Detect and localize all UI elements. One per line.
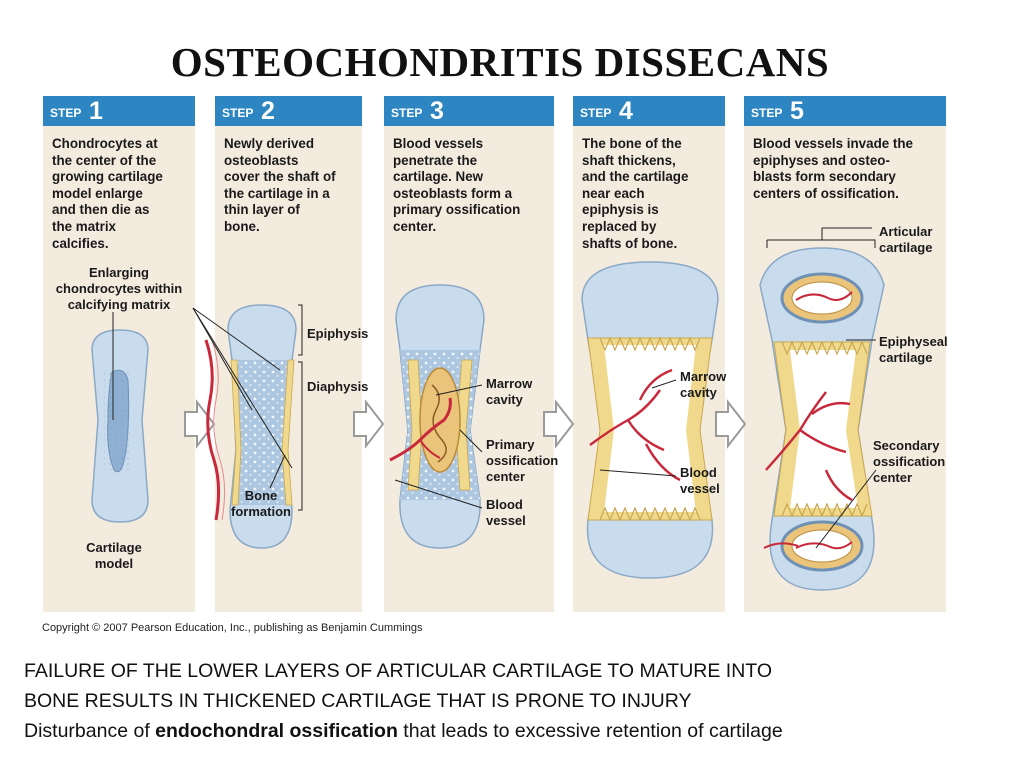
step-3-number: 3 xyxy=(430,97,444,125)
footer-line-3-pre: Disturbance of xyxy=(24,720,156,742)
label-blood-vessel-step3: Blood vessel xyxy=(486,497,526,528)
step-1-word: STEP xyxy=(50,106,82,120)
step-3-description: Blood vessels penetrate the cartilage. N… xyxy=(393,136,521,234)
step-1-number: 1 xyxy=(89,97,103,125)
copyright-notice: Copyright © 2007 Pearson Education, Inc.… xyxy=(42,622,423,634)
footer-line-3-post: that leads to excessive retention of car… xyxy=(397,720,783,742)
step-4-header: STEP 4 xyxy=(573,96,725,126)
label-enlarging-chondrocytes: Enlarging chondrocytes within calcifying… xyxy=(55,265,183,312)
footer-line-1: FAILURE OF THE LOWER LAYERS OF ARTICULAR… xyxy=(24,660,773,682)
step-5-header: STEP 5 xyxy=(744,96,946,126)
label-cartilage-model: Cartilage model xyxy=(86,540,142,571)
step-2-word: STEP xyxy=(222,106,254,120)
label-secondary-ossification-center: Secondary ossification center xyxy=(873,438,946,485)
label-bone-formation: Bone formation xyxy=(231,488,291,519)
flow-arrow-1 xyxy=(184,399,216,449)
step-4-bone-drawing xyxy=(581,261,719,579)
label-marrow-cavity-step3: Marrow cavity xyxy=(486,376,533,407)
flow-arrow-3 xyxy=(543,399,575,449)
step-5-description: Blood vessels invade the epiphyses and o… xyxy=(753,136,914,201)
step-1-header: STEP 1 xyxy=(43,96,195,126)
step-5-word: STEP xyxy=(751,106,783,120)
step-2-description: Newly derived osteoblasts cover the shaf… xyxy=(224,136,336,234)
step-1-cartilage-model-drawing xyxy=(91,329,149,523)
label-diaphysis: Diaphysis xyxy=(307,379,369,394)
step-2-bone-drawing xyxy=(204,304,297,549)
flow-arrow-2 xyxy=(353,399,385,449)
page-title: OSTEOCHONDRITIS DISSECANS xyxy=(170,39,830,85)
step-5-number: 5 xyxy=(790,97,804,125)
footer-line-3: Disturbance of endochondral ossification… xyxy=(24,720,783,743)
flow-arrow-4 xyxy=(715,399,747,449)
step-3-header: STEP 3 xyxy=(384,96,554,126)
label-articular-cartilage: Articular cartilage xyxy=(879,224,933,255)
footer-line-3-bold: endochondral ossification xyxy=(155,720,398,742)
step-2-number: 2 xyxy=(261,97,275,125)
label-epiphyseal-cartilage: Epiphyseal cartilage xyxy=(879,334,948,365)
label-primary-ossification-center: Primary ossification center xyxy=(486,437,559,484)
step-5-bone-drawing xyxy=(759,247,885,591)
step-4-description: The bone of the shaft thickens, and the … xyxy=(582,136,689,251)
step-4-word: STEP xyxy=(580,106,612,120)
label-epiphysis: Epiphysis xyxy=(307,326,369,341)
label-blood-vessel-step4: Blood vessel xyxy=(680,465,720,496)
step-3-bone-drawing xyxy=(389,284,485,549)
step-1-description: Chondrocytes at the center of the growin… xyxy=(52,136,163,251)
leader-lines xyxy=(112,227,877,549)
step-3-word: STEP xyxy=(391,106,423,120)
step-4-number: 4 xyxy=(619,97,633,125)
footer-line-2: BONE RESULTS IN THICKENED CARTILAGE THAT… xyxy=(24,690,692,712)
label-marrow-cavity-step4: Marrow cavity xyxy=(680,369,727,400)
step-2-header: STEP 2 xyxy=(215,96,362,126)
